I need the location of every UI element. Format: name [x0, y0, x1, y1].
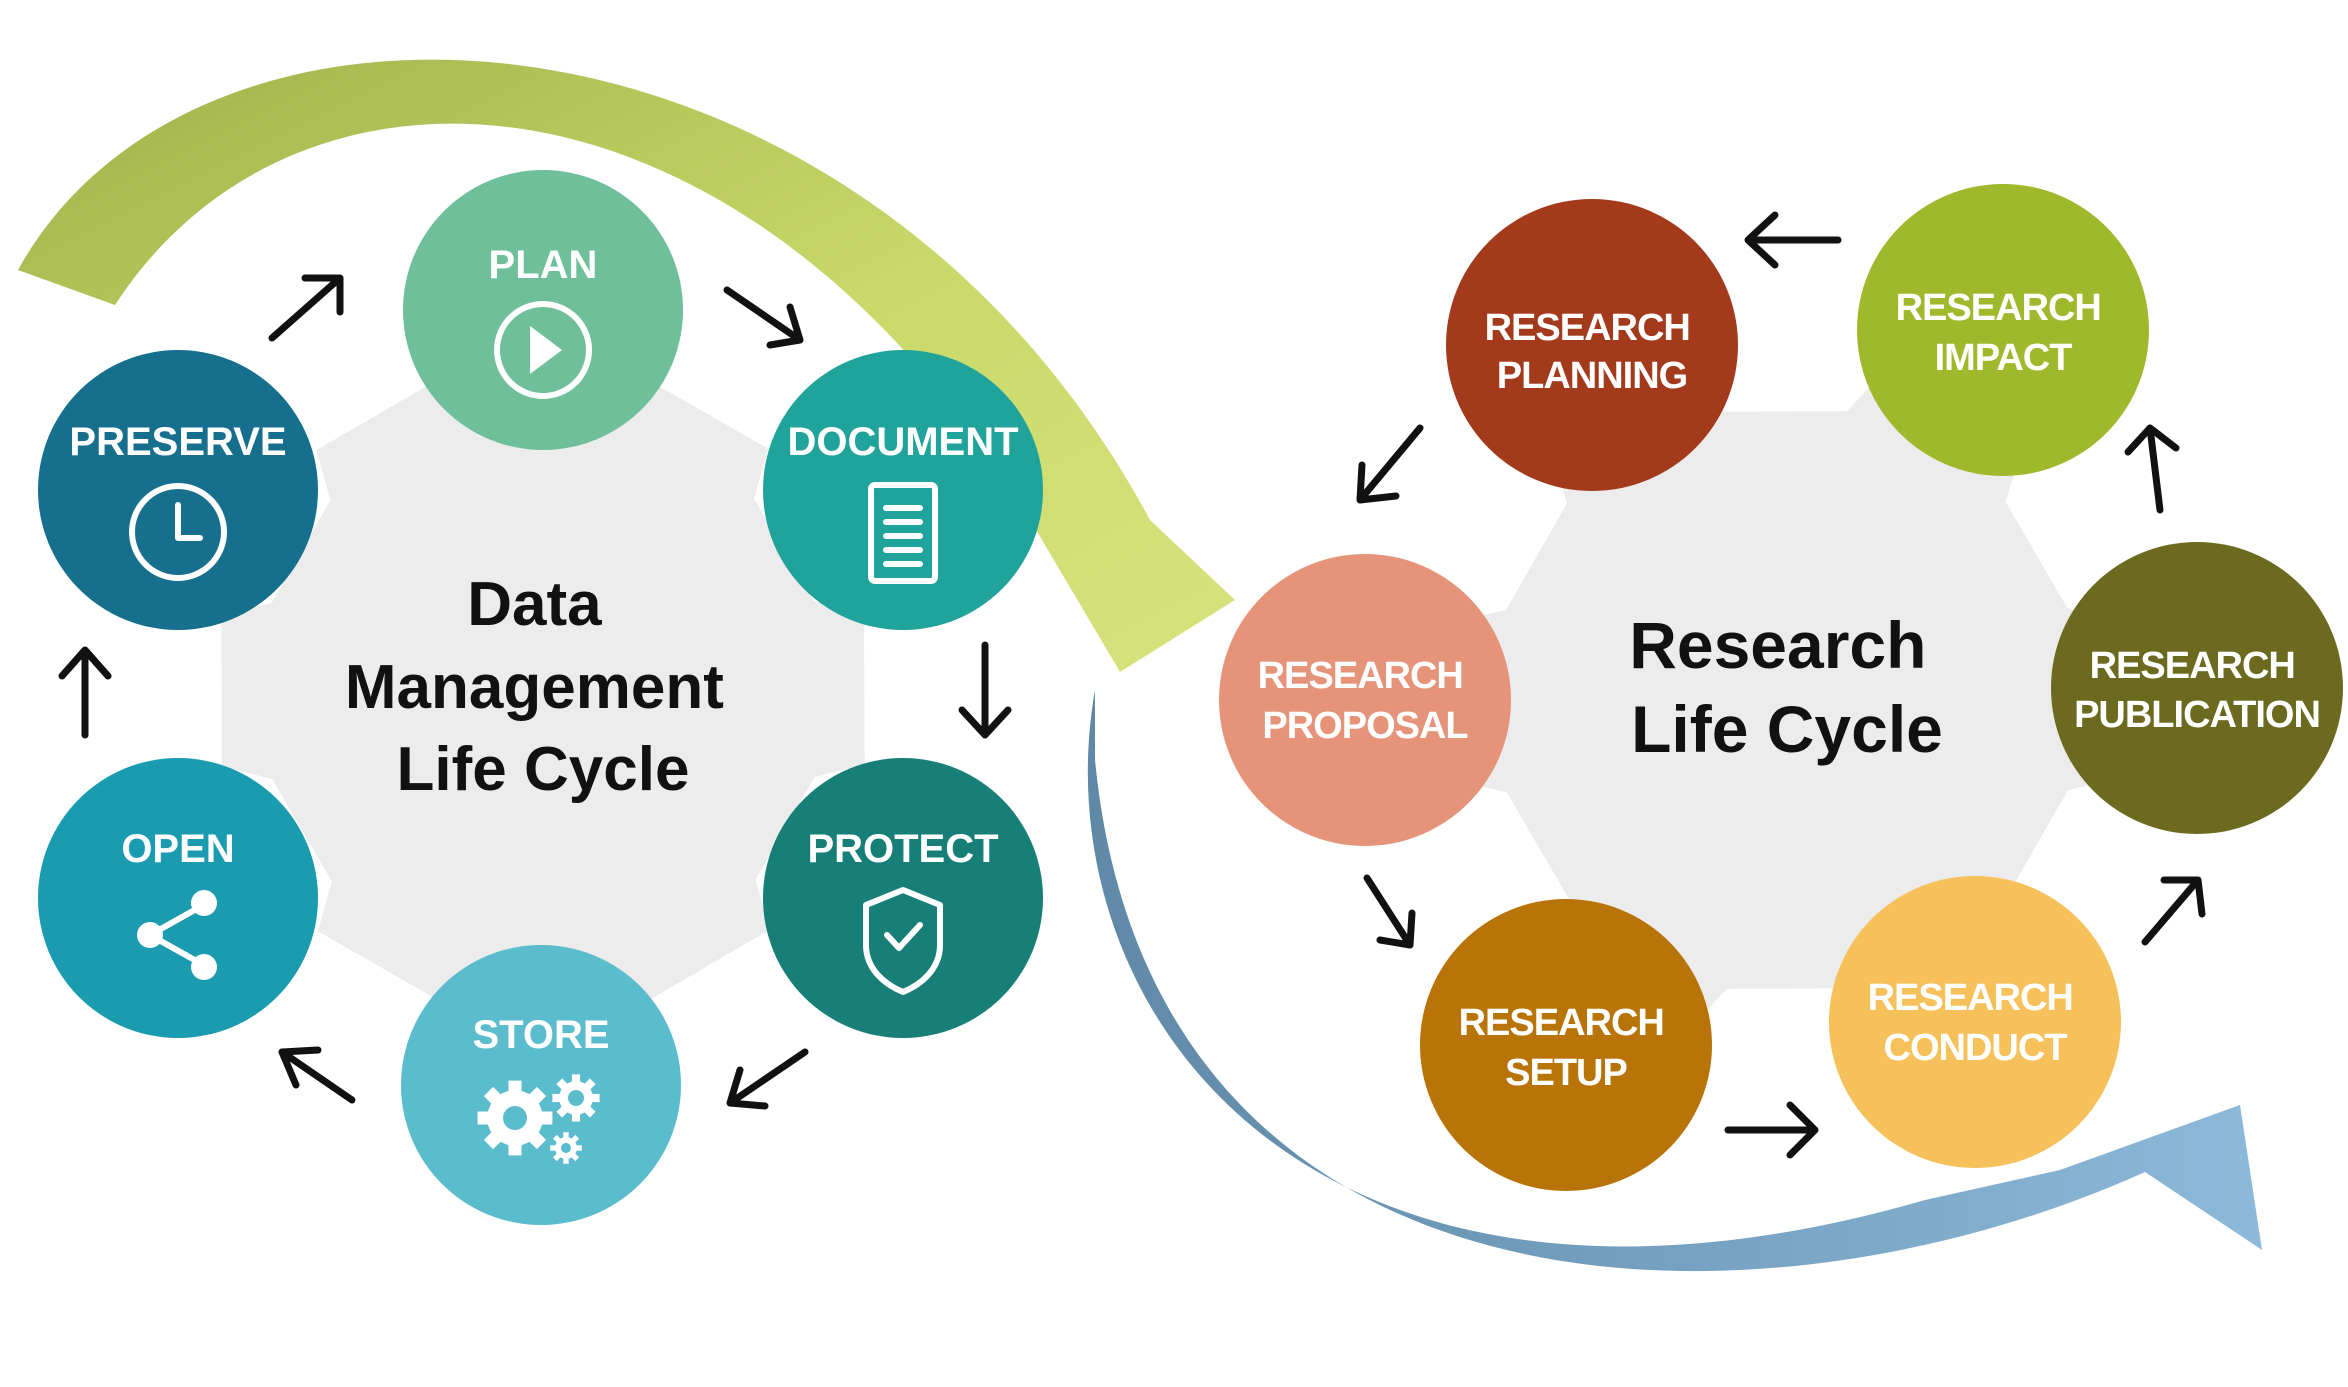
rlc-gear-shape	[1450, 369, 2124, 1031]
arrow-publication-to-impact	[2124, 424, 2180, 514]
dmlc-gear-shape	[221, 373, 865, 1007]
node-plan: PLAN	[403, 170, 683, 450]
node-open: OPEN	[38, 758, 318, 1038]
arrow-plan-to-document	[723, 286, 804, 349]
dmlc-title-line-1: Data	[467, 570, 602, 639]
dmlc-title-line-2: Management	[345, 653, 724, 722]
rlc-gear-background	[1450, 369, 2124, 1031]
arrow-document-to-protect	[958, 641, 1012, 739]
arrow-proposal-to-setup	[1363, 874, 1416, 949]
node-research-planning: RESEARCH PLANNING	[1446, 199, 1738, 491]
arrow-planning-to-proposal	[1356, 424, 1424, 504]
shield-check-icon	[863, 887, 943, 995]
document-icon	[868, 482, 938, 584]
node-research-setup-label: RESEARCH SETUP	[1459, 1002, 1674, 1094]
gear-icon-small-bottom-hole	[561, 1143, 571, 1153]
rlc-title-line-2: Life Cycle	[1631, 692, 1943, 766]
node-document: DOCUMENT	[763, 350, 1043, 630]
gears-icon	[477, 1074, 600, 1164]
node-research-proposal-label: RESEARCH PROPOSAL	[1258, 655, 1473, 747]
dmlc-gear-background	[221, 373, 865, 1007]
arrow-preserve-to-plan	[268, 274, 344, 342]
gear-icon-small-top-hole	[568, 1090, 584, 1106]
node-protect: PROTECT	[763, 758, 1043, 1038]
node-research-conduct-label: RESEARCH CONDUCT	[1868, 977, 2083, 1069]
arrow-impact-to-planning	[1744, 211, 1842, 269]
gear-icon-large-hole	[503, 1106, 527, 1130]
node-protect-label: PROTECT	[807, 827, 998, 871]
arrow-conduct-to-publication	[2141, 876, 2206, 946]
arrow-setup-to-conduct	[1724, 1101, 1819, 1159]
dmlc-title-line-3: Life Cycle	[397, 735, 690, 804]
rlc-title: Research Life Cycle	[1629, 608, 1945, 766]
node-research-impact-label: RESEARCH IMPACT	[1896, 287, 2111, 379]
node-preserve-label: PRESERVE	[69, 420, 286, 464]
node-store: STORE	[401, 945, 681, 1225]
node-research-proposal: RESEARCH PROPOSAL	[1219, 554, 1511, 846]
node-open-label: OPEN	[121, 827, 234, 871]
node-research-setup: RESEARCH SETUP	[1420, 899, 1712, 1191]
node-research-planning-label: RESEARCH PLANNING	[1485, 307, 1700, 397]
clock-icon	[129, 483, 227, 581]
arrow-protect-to-store	[726, 1048, 809, 1110]
node-plan-label: PLAN	[489, 243, 598, 287]
node-preserve: PRESERVE	[38, 350, 318, 630]
dmlc-title: Data Management Life Cycle	[345, 570, 741, 804]
node-research-conduct: RESEARCH CONDUCT	[1829, 876, 2121, 1168]
share-icon	[137, 890, 217, 980]
node-document-label: DOCUMENT	[787, 420, 1018, 464]
node-research-publication: RESEARCH PUBLICATION	[2051, 542, 2343, 834]
node-research-impact: RESEARCH IMPACT	[1857, 184, 2149, 476]
play-icon	[494, 301, 592, 399]
node-research-publication-label: RESEARCH PUBLICATION	[2074, 645, 2320, 736]
green-flow-arrow	[18, 59, 1235, 672]
rlc-title-line-1: Research	[1629, 608, 1926, 682]
arrow-open-to-preserve	[58, 646, 112, 739]
node-store-label: STORE	[472, 1013, 609, 1057]
arrow-store-to-open	[278, 1046, 356, 1104]
